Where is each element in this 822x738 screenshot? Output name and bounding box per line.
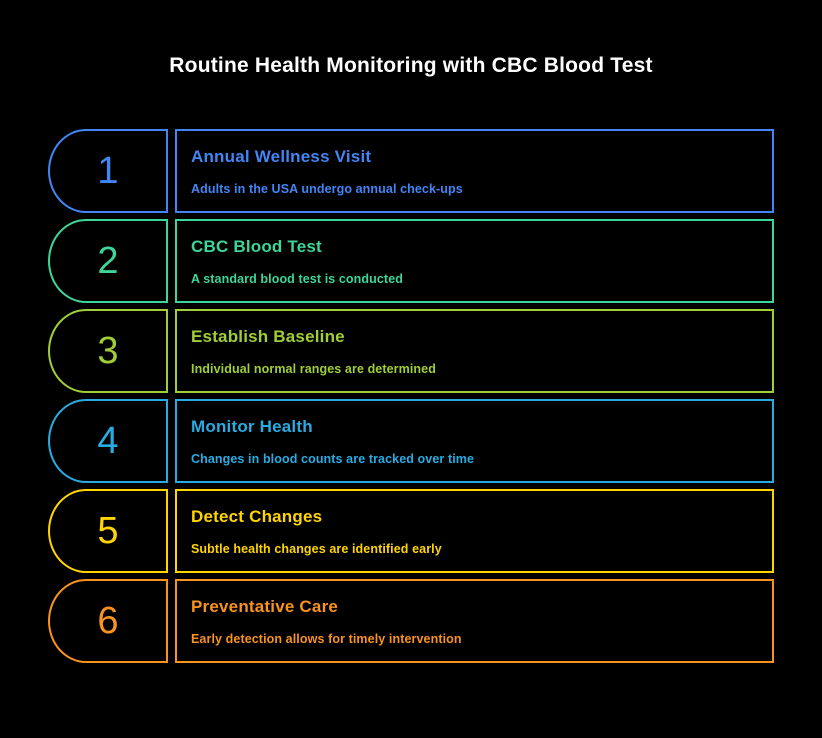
step-title: Annual Wellness Visit (191, 147, 372, 166)
step-title: Monitor Health (191, 417, 313, 436)
step-subtitle: Individual normal ranges are determined (191, 362, 436, 376)
step-subtitle: Changes in blood counts are tracked over… (191, 452, 475, 466)
step-number-badge: 4 (48, 399, 168, 483)
step-title: CBC Blood Test (191, 237, 322, 256)
step-number: 4 (97, 419, 119, 462)
step-number: 5 (97, 509, 119, 552)
step-subtitle: Subtle health changes are identified ear… (191, 542, 442, 556)
page-title: Routine Health Monitoring with CBC Blood… (169, 54, 653, 77)
step-number-badge: 1 (48, 129, 168, 213)
step-card: CBC Blood Test A standard blood test is … (175, 219, 774, 303)
step-number-badge: 6 (48, 579, 168, 663)
step-row-4: 4 Monitor Health Changes in blood counts… (48, 399, 774, 483)
step-title: Preventative Care (191, 597, 339, 616)
step-row-1: 1 Annual Wellness Visit Adults in the US… (48, 129, 774, 213)
step-number: 1 (97, 149, 119, 192)
step-number-badge: 5 (48, 489, 168, 573)
step-card: Detect Changes Subtle health changes are… (175, 489, 774, 573)
step-row-5: 5 Detect Changes Subtle health changes a… (48, 489, 774, 573)
step-subtitle: Early detection allows for timely interv… (191, 632, 462, 646)
step-row-3: 3 Establish Baseline Individual normal r… (48, 309, 774, 393)
step-card: Annual Wellness Visit Adults in the USA … (175, 129, 774, 213)
step-card: Establish Baseline Individual normal ran… (175, 309, 774, 393)
step-number: 6 (97, 599, 119, 642)
step-number: 3 (97, 329, 119, 372)
step-card: Monitor Health Changes in blood counts a… (175, 399, 774, 483)
step-number-badge: 2 (48, 219, 168, 303)
step-title: Establish Baseline (191, 327, 345, 346)
step-row-2: 2 CBC Blood Test A standard blood test i… (48, 219, 774, 303)
step-number-badge: 3 (48, 309, 168, 393)
step-row-6: 6 Preventative Care Early detection allo… (48, 579, 774, 663)
step-subtitle: Adults in the USA undergo annual check-u… (191, 182, 463, 196)
step-subtitle: A standard blood test is conducted (191, 272, 403, 286)
step-number: 2 (97, 239, 119, 282)
steps-list: 1 Annual Wellness Visit Adults in the US… (48, 129, 774, 669)
step-card: Preventative Care Early detection allows… (175, 579, 774, 663)
step-title: Detect Changes (191, 507, 323, 526)
